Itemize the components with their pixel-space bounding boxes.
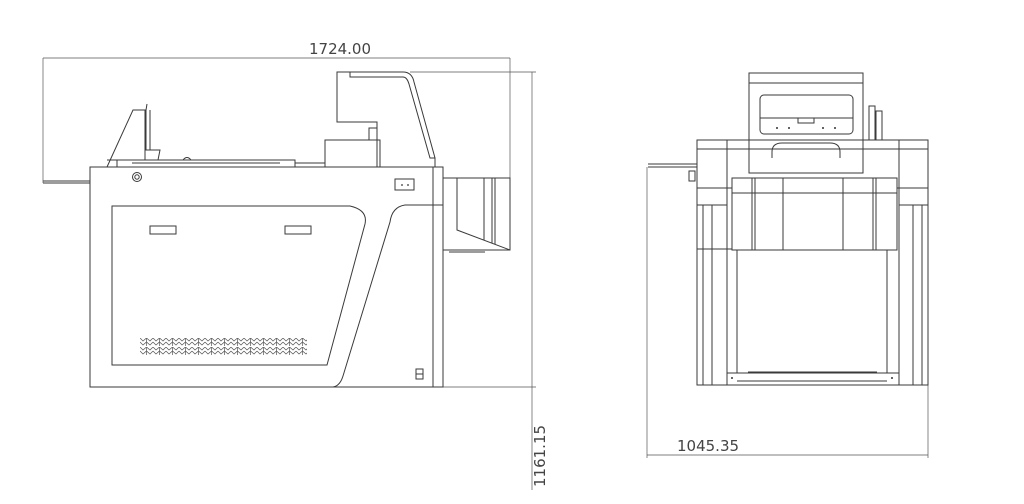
center-block <box>782 177 844 251</box>
post-left <box>868 105 876 141</box>
feeder <box>106 109 146 168</box>
knob-icon <box>132 172 142 182</box>
control-panel <box>394 178 415 191</box>
post-right <box>875 110 883 141</box>
width-dimension-label: 1724.00 <box>309 40 371 58</box>
output-tower <box>336 71 436 167</box>
side-frame-curve <box>332 204 433 388</box>
door-panel <box>111 205 366 366</box>
height-dimension: 1161.15 <box>410 71 549 490</box>
door-handle-right <box>284 225 312 235</box>
vent-grille <box>140 338 307 355</box>
height-dimension-label: 1161.15 <box>531 425 549 487</box>
depth-dimension-label: 1045.35 <box>677 437 739 455</box>
output-stacker <box>443 177 511 251</box>
door-handle-left <box>149 225 177 235</box>
print-unit <box>324 139 381 168</box>
side-view: 1724.00 1161.15 <box>42 40 549 490</box>
paper-slot <box>771 142 841 158</box>
machine-frame <box>696 139 929 386</box>
front-view: 1045.35 <box>646 72 929 458</box>
middle-housing <box>731 177 898 251</box>
display-panel <box>759 94 854 135</box>
width-dimension: 1724.00 <box>42 40 511 250</box>
depth-dimension: 1045.35 <box>646 167 929 458</box>
input-tray <box>43 180 90 184</box>
lower-opening <box>736 249 888 374</box>
side-tray <box>648 163 697 168</box>
